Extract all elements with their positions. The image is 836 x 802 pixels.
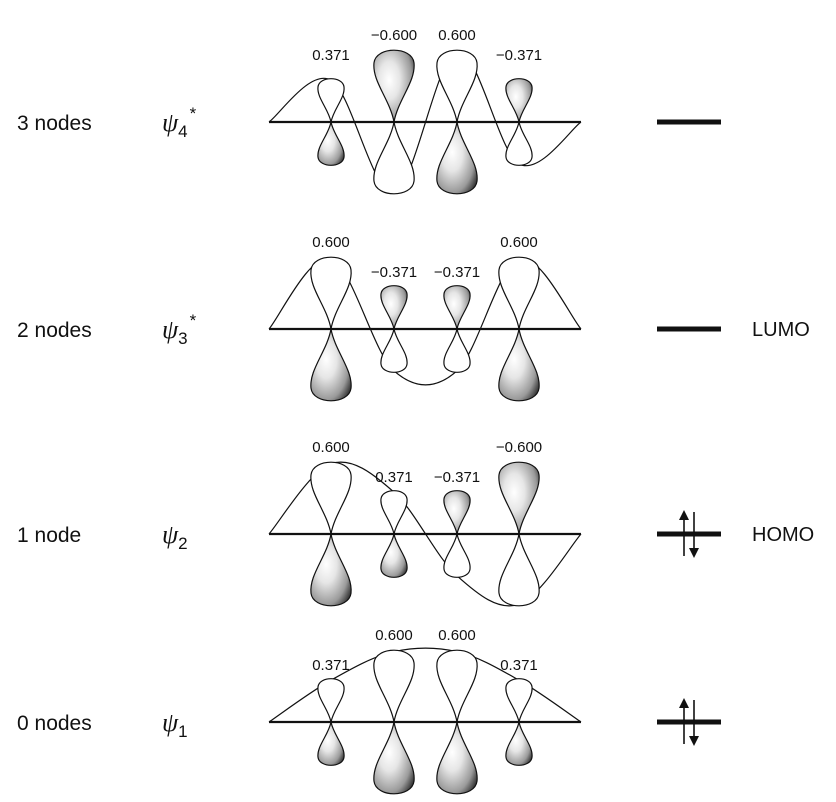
coefficient-label: 0.600: [438, 627, 476, 644]
open-upper-lobe: [317, 78, 345, 123]
open-lower-lobe: [443, 328, 471, 373]
coefficient-label: −0.371: [434, 264, 480, 281]
wavefunction-label: ψ1: [162, 708, 188, 741]
shaded-upper-lobe: [505, 78, 533, 123]
psi-symbol: ψ: [162, 520, 179, 549]
open-lower-lobe: [498, 533, 540, 607]
antibonding-star: *: [190, 104, 197, 123]
psi-subscript: 3: [178, 329, 187, 348]
open-upper-lobe: [505, 678, 533, 723]
open-lower-lobe: [505, 121, 533, 166]
electron-pair-icon: [679, 698, 699, 746]
shaded-upper-lobe: [373, 49, 415, 123]
open-upper-lobe: [498, 256, 540, 330]
open-upper-lobe: [436, 49, 478, 123]
shaded-lower-lobe: [317, 721, 345, 766]
coefficient-label: 0.600: [312, 439, 350, 456]
open-lower-lobe: [380, 328, 408, 373]
coefficient-label: 0.600: [500, 234, 538, 251]
coefficient-label: 0.600: [375, 627, 413, 644]
shaded-lower-lobe: [380, 533, 408, 578]
electron-pair-icon: [679, 510, 699, 558]
coefficient-label: 0.600: [312, 234, 350, 251]
nodes-count-label: 2 nodes: [17, 319, 92, 342]
shaded-lower-lobe: [310, 533, 352, 607]
shaded-upper-lobe: [443, 285, 471, 330]
antibonding-star: *: [190, 311, 197, 330]
coefficient-label: −0.371: [371, 264, 417, 281]
psi-subscript: 2: [178, 534, 187, 553]
shaded-lower-lobe: [436, 121, 478, 195]
open-lower-lobe: [443, 533, 471, 578]
wavefunction-label: ψ2: [162, 520, 188, 553]
coefficient-label: 0.371: [375, 469, 413, 486]
orbital-row: 0 nodes ψ1 0.371 0.600 0.600 0.371: [17, 627, 721, 795]
shaded-lower-lobe: [317, 121, 345, 166]
frontier-orbital-label: LUMO: [752, 319, 810, 341]
wavefunction-label: ψ3*: [162, 311, 197, 348]
shaded-upper-lobe: [498, 461, 540, 535]
shaded-lower-lobe: [505, 721, 533, 766]
psi-subscript: 4: [178, 122, 187, 141]
coefficient-label: 0.371: [312, 657, 350, 674]
coefficient-label: −0.600: [496, 439, 542, 456]
nodes-count-label: 0 nodes: [17, 712, 92, 735]
open-upper-lobe: [310, 256, 352, 330]
coefficient-label: 0.371: [312, 47, 350, 64]
wavefunction-label: ψ4*: [162, 104, 197, 141]
shaded-upper-lobe: [443, 490, 471, 535]
nodes-count-label: 1 node: [17, 524, 81, 547]
orbital-row: 3 nodes ψ4* 0.371 −0.600 0.600 −0.371: [17, 27, 721, 195]
shaded-lower-lobe: [436, 721, 478, 795]
shaded-lower-lobe: [373, 721, 415, 795]
coefficient-label: −0.371: [434, 469, 480, 486]
open-upper-lobe: [373, 649, 415, 723]
open-upper-lobe: [436, 649, 478, 723]
open-upper-lobe: [310, 461, 352, 535]
psi-symbol: ψ: [162, 108, 179, 137]
coefficient-label: −0.371: [496, 47, 542, 64]
coefficient-label: 0.371: [500, 657, 538, 674]
psi-subscript: 1: [178, 722, 187, 741]
open-upper-lobe: [380, 490, 408, 535]
nodes-count-label: 3 nodes: [17, 112, 92, 135]
open-upper-lobe: [317, 678, 345, 723]
coefficient-label: −0.600: [371, 27, 417, 44]
coefficient-label: 0.600: [438, 27, 476, 44]
open-lower-lobe: [373, 121, 415, 195]
psi-symbol: ψ: [162, 708, 179, 737]
shaded-lower-lobe: [310, 328, 352, 402]
shaded-upper-lobe: [380, 285, 408, 330]
frontier-orbital-label: HOMO: [752, 524, 814, 546]
psi-symbol: ψ: [162, 315, 179, 344]
shaded-lower-lobe: [498, 328, 540, 402]
